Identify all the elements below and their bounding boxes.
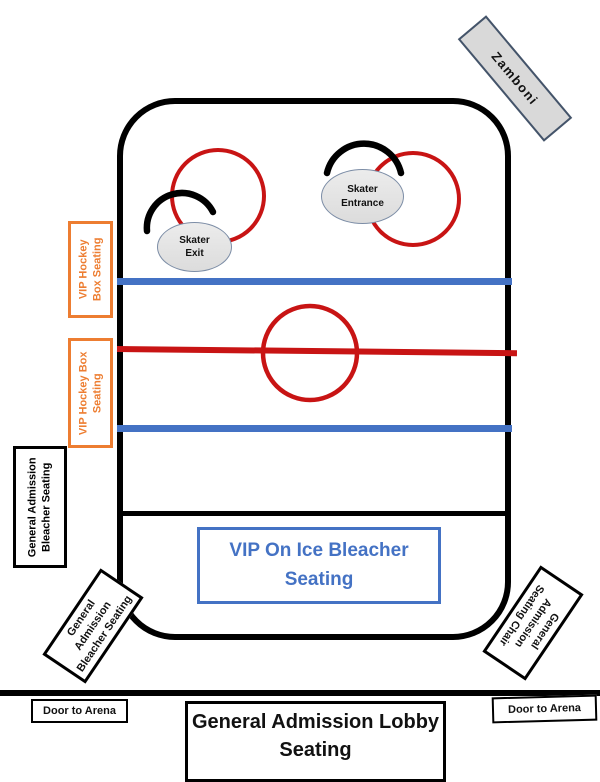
skater-exit-arc xyxy=(143,189,217,235)
door-to-arena-right: Door to Arena xyxy=(491,694,598,724)
skater-entrance-marker: Skater Entrance xyxy=(321,169,404,224)
ga-vertical-line1: General Admission xyxy=(26,457,39,557)
vip-on-ice-line2: Seating xyxy=(284,568,354,590)
goal-line xyxy=(120,511,509,516)
skater-entrance-label-line1: Skater xyxy=(347,184,378,195)
vip-box-top-line1: VIP Hockey xyxy=(77,239,90,300)
door-left-label: Door to Arena xyxy=(43,705,116,717)
skater-entrance-arc xyxy=(323,140,405,177)
vip-hockey-box-seating-top: VIP Hockey Box Seating xyxy=(68,221,113,318)
vip-on-ice-line1: VIP On Ice Bleacher xyxy=(229,540,409,561)
skater-exit-label-line2: Exit xyxy=(185,248,204,259)
skater-exit-marker: Skater Exit xyxy=(157,222,232,272)
vip-hockey-box-seating-bottom: VIP Hockey Box Seating xyxy=(68,338,113,448)
lobby-line1: General Admission Lobby xyxy=(191,711,440,733)
lobby-line2: Seating xyxy=(279,739,352,761)
door-to-arena-left: Door to Arena xyxy=(31,699,128,723)
skater-exit-label-line1: Skater xyxy=(179,234,210,246)
arena-lobby-wall xyxy=(0,690,600,696)
ga-vertical-line2: Bleacher Seating xyxy=(41,462,53,552)
blue-line-top xyxy=(117,278,512,285)
ice-rink-outline xyxy=(117,98,511,640)
blue-line-bottom xyxy=(117,425,512,432)
door-right-label: Door to Arena xyxy=(507,702,582,716)
skater-entrance-label-line2: Entrance xyxy=(341,197,384,209)
vip-box-top-line2: Box Seating xyxy=(91,237,104,302)
vip-on-ice-bleacher-seating: VIP On Ice Bleacher Seating xyxy=(197,527,441,604)
vip-box-bottom-line1: VIP Hockey Box xyxy=(77,351,90,435)
general-admission-bleacher-vertical: General Admission Bleacher Seating xyxy=(13,446,67,568)
general-admission-lobby-seating: General Admission Lobby Seating xyxy=(185,701,446,782)
center-ice-circle xyxy=(260,303,360,403)
vip-box-bottom-line2: Seating xyxy=(91,373,104,413)
